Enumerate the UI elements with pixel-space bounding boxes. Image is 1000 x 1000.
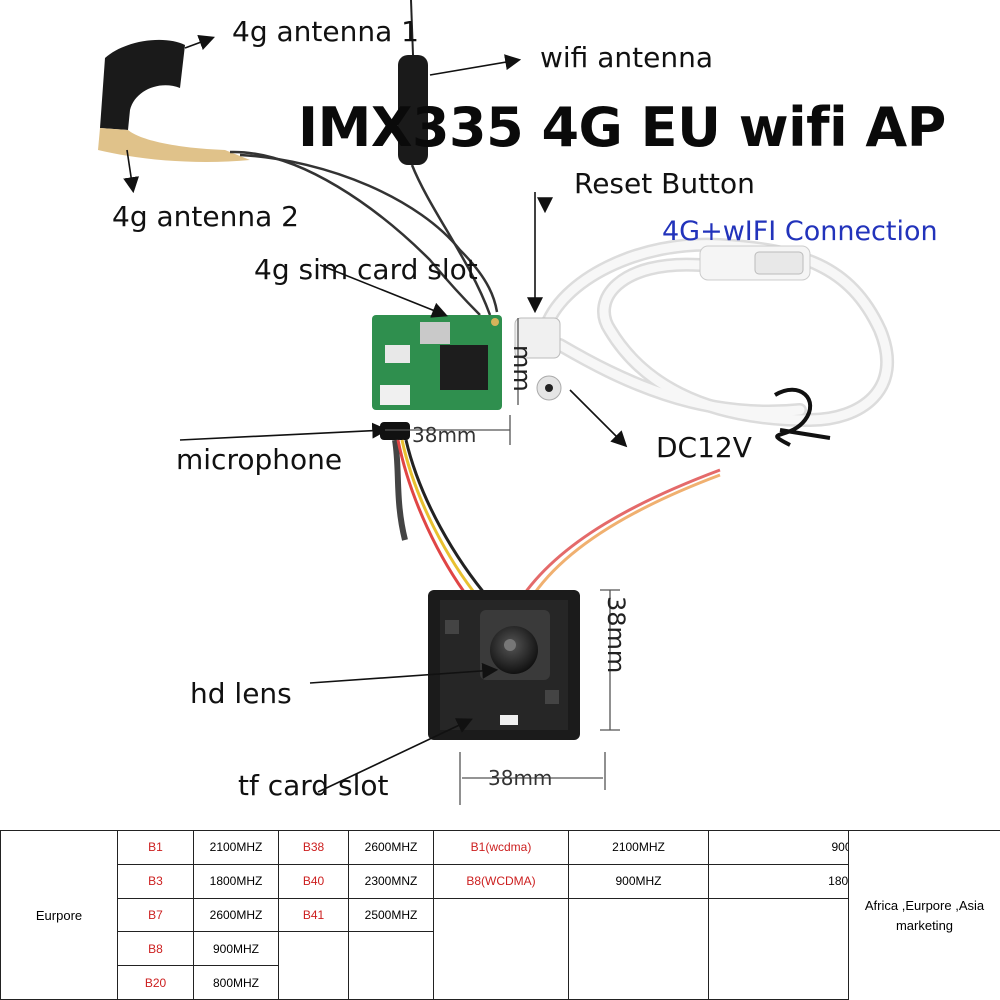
empty-cell [708, 897, 849, 1000]
antenna-cables [229, 150, 499, 316]
label-reset-button: Reset Button [574, 167, 755, 200]
freq-cell: 2300MNZ [348, 863, 434, 899]
dim-right-height: 38mm [602, 596, 630, 674]
band-cell: B20 [117, 965, 194, 1000]
4g-wifi-board [372, 315, 502, 410]
band-cell: B7 [117, 897, 194, 933]
freq-cell: 900MHZ [568, 863, 709, 899]
antenna1-flex-pcb [98, 39, 250, 162]
freq-cell: 900MHZ [193, 931, 279, 967]
microphone-part [380, 422, 410, 541]
region-cell: Eurpore [0, 830, 118, 1000]
dim-bottom-width: 38mm [488, 766, 553, 790]
freq-cell: 2100MHZ [193, 830, 279, 865]
label-tf-card-slot: tf card slot [238, 769, 389, 802]
product-title: IMX335 4G EU wifi AP [298, 96, 946, 159]
product-illustration [98, 0, 895, 805]
twist-tie [773, 387, 831, 447]
label-4g-antenna-1: 4g antenna 1 [232, 15, 419, 48]
dimension-lines [385, 318, 620, 805]
band-cell: B3 [117, 863, 194, 899]
freq-cell: 2500MHZ [348, 897, 434, 933]
wifi-antenna [398, 0, 428, 165]
label-4g-antenna-2: 4g antenna 2 [112, 200, 299, 233]
band-cell: B1 [117, 830, 194, 865]
band-cell: B8 [117, 931, 194, 967]
annotation-arrows [123, 34, 628, 793]
cable-connectors [514, 245, 811, 401]
label-wifi-antenna: wifi antenna [540, 41, 713, 74]
empty-cell [348, 931, 434, 1000]
ribbon-wires [396, 439, 721, 601]
band-cell: B1(wcdma) [433, 830, 569, 865]
band-cell: B41 [278, 897, 349, 933]
freq-cell: 1800MHZ [193, 863, 279, 899]
freq-cell: 2600MHZ [348, 830, 434, 865]
band-cell: B40 [278, 863, 349, 899]
market-text: Africa ,Eurpore ,Asia marketing [864, 898, 985, 933]
band-cell: B8(WCDMA) [433, 863, 569, 899]
freq-cell: 2600MHZ [193, 897, 279, 933]
label-hd-lens: hd lens [190, 677, 292, 710]
empty-cell [568, 897, 709, 1000]
market-column: Africa ,Eurpore ,Asia marketing [848, 830, 1000, 1000]
label-dc12v: DC12V [656, 431, 752, 464]
freq-cell: 800MHZ [193, 965, 279, 1000]
connection-subtitle: 4G+wIFI Connection [662, 216, 938, 247]
camera-board [428, 590, 580, 740]
freq-cell: 2100MHZ [568, 830, 709, 865]
dim-top-height: mm [508, 345, 536, 392]
empty-cell [433, 897, 569, 1000]
label-microphone: microphone [176, 443, 343, 476]
label-sim-card-slot: 4g sim card slot [254, 253, 478, 286]
empty-cell [278, 931, 349, 1000]
band-cell: B38 [278, 830, 349, 865]
dim-top-width: 38mm [412, 423, 477, 447]
